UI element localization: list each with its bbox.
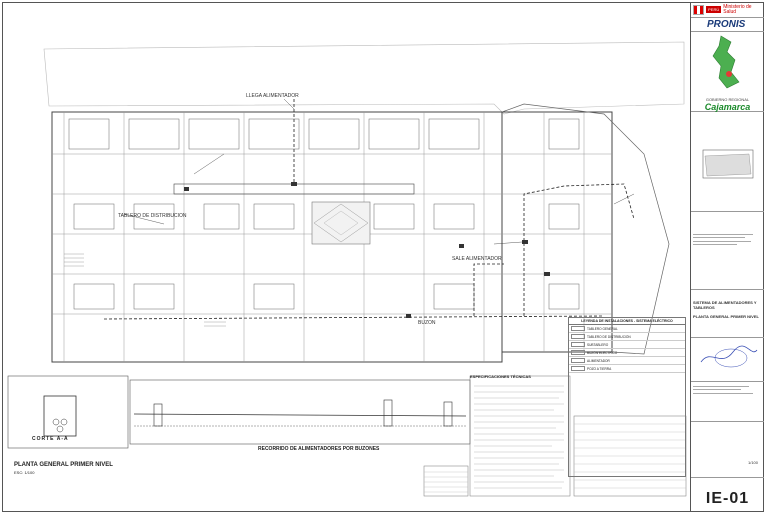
plan-title-cell: SISTEMA DE ALIMENTADORES Y TABLEROS PLAN…	[691, 290, 764, 338]
region-name: Cajamarca	[704, 102, 751, 112]
title-block: PERÚ Ministerio de Salud PRONIS GOBIERNO…	[690, 2, 764, 512]
region-logo: GOBIERNO REGIONAL Cajamarca	[691, 32, 764, 112]
cajamarca-map-icon	[712, 35, 740, 89]
legend-symbol	[571, 342, 585, 347]
sheet-number: IE-01	[705, 490, 750, 507]
legend-row: POZO A TIERRA	[569, 365, 685, 373]
notes-cell	[691, 112, 764, 212]
signature-cell	[691, 338, 764, 382]
project-cell	[691, 230, 764, 290]
notes-title: ESPECIFICACIONES TÉCNICAS	[470, 374, 531, 379]
ministry-logo: PERÚ Ministerio de Salud	[691, 2, 764, 18]
ministry-label: Ministerio de Salud	[723, 3, 752, 15]
panel-label: TABLERO DE DISTRIBUCION	[118, 213, 187, 219]
legend-row: ALIMENTADOR	[569, 357, 685, 365]
legend-title: LEYENDA DE INSTALACIONES - SISTEMA ELÉCT…	[569, 318, 685, 325]
legend-symbol	[571, 350, 585, 355]
project-name-lines	[691, 230, 764, 249]
feeder-out-label: SALE ALIMENTADOR	[452, 256, 502, 262]
legend-symbol	[571, 358, 585, 363]
peru-label: PERÚ	[706, 6, 722, 13]
drawing-title: PLANTA GENERAL PRIMER NIVEL	[14, 462, 113, 468]
route-label: RECORRIDO DE ALIMENTADORES POR BUZONES	[258, 446, 380, 452]
system-title: SISTEMA DE ALIMENTADORES Y TABLEROS	[693, 300, 757, 310]
legend-symbol	[571, 366, 585, 371]
legend-row: TABLERO DE DISTRIBUCIÓN	[569, 333, 685, 341]
date-scale-cell: 1/100	[691, 422, 764, 478]
legend-symbol	[571, 326, 585, 331]
feeder-label: LLEGA ALIMENTADOR	[246, 93, 299, 99]
manhole-label: BUZON	[418, 320, 436, 326]
pronis-logo: PRONIS	[691, 18, 764, 32]
plan-title: PLANTA GENERAL PRIMER NIVEL	[693, 314, 759, 319]
legend-symbol	[571, 334, 585, 339]
section-label: CORTE A-A	[32, 436, 69, 442]
gov-label: GOBIERNO REGIONAL	[705, 97, 750, 102]
sheet-scale: 1/100	[747, 460, 758, 465]
legend-row: TABLERO GENERAL	[569, 325, 685, 333]
peru-flag-icon	[693, 4, 705, 15]
drawing-scale: ESC: 1/100	[14, 470, 35, 475]
floor-plan-drawing	[7, 41, 687, 497]
legend-row: BUZÓN ELÉCTRICO	[569, 349, 685, 357]
legend-table: LEYENDA DE INSTALACIONES - SISTEMA ELÉCT…	[568, 317, 686, 477]
floor-plan	[4, 4, 688, 504]
signature-stamp	[700, 345, 758, 368]
location-sketch	[702, 149, 754, 179]
legend-row: SUBTABLERO	[569, 341, 685, 349]
info-cell	[691, 382, 764, 422]
info-lines	[691, 382, 764, 398]
